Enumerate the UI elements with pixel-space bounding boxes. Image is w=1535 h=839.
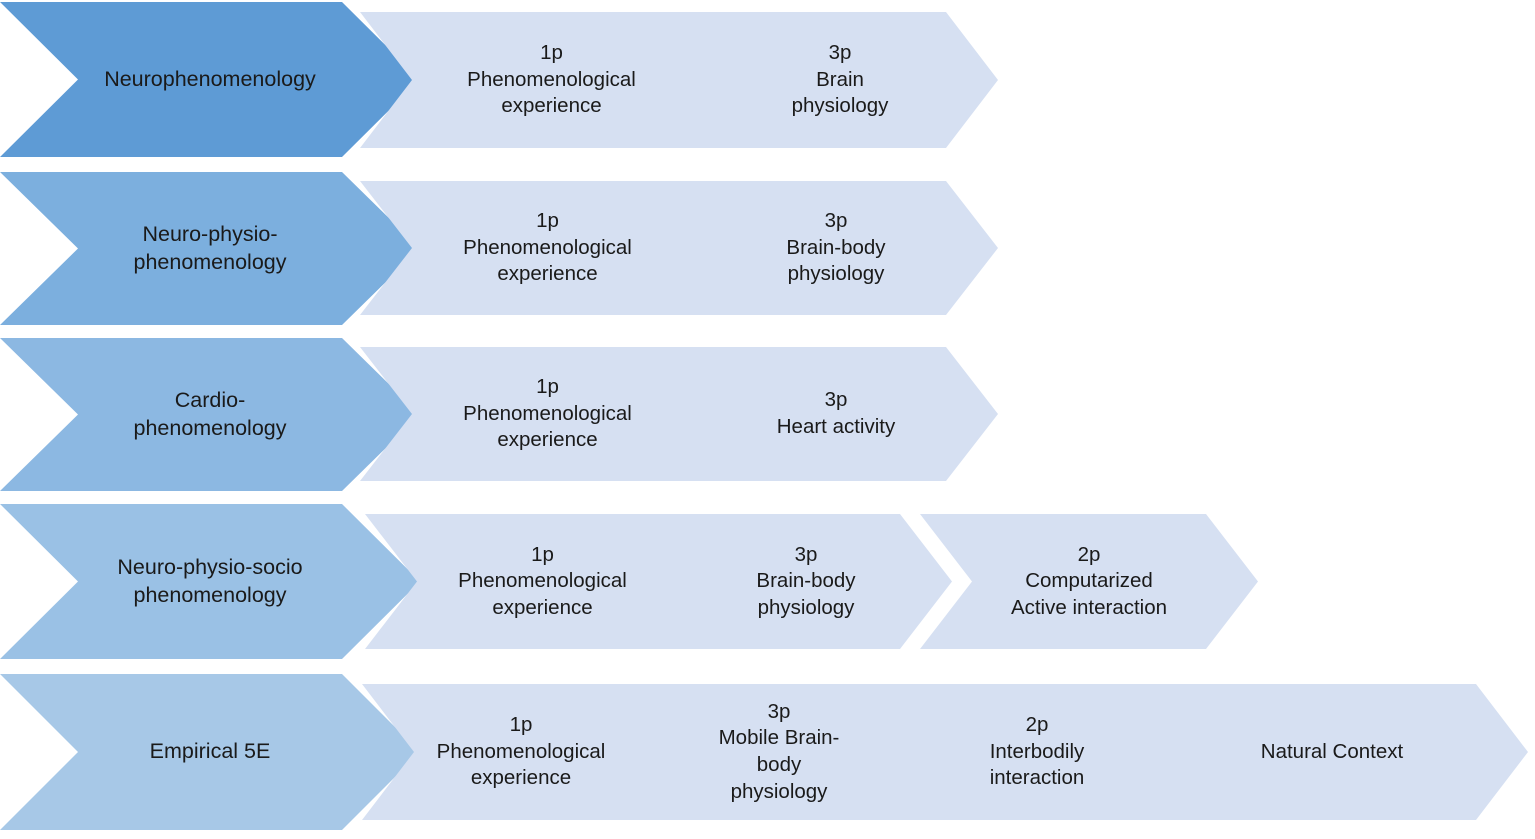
row-5-step-1-person: 1p (509, 713, 533, 737)
row-5-step-4-text: Natural Context (1136, 739, 1528, 766)
row-1-label-chevron[interactable]: Neurophenomenology (0, 2, 420, 157)
row-5-label-text: Empirical 5E (149, 739, 271, 764)
row-2-label-text: Neuro-physio- phenomenology (133, 221, 287, 274)
row-5-step-4-label: Natural Context (1260, 739, 1404, 763)
row-2-step-1-label: Phenomenological experience (463, 235, 632, 286)
row-4-label-chevron[interactable]: Neuro-physio-socio phenomenology (0, 504, 420, 659)
row-4-label-text: Neuro-physio-socio phenomenology (117, 554, 303, 607)
row-3-label-chevron[interactable]: Cardio- phenomenology (0, 338, 420, 491)
row-5-step-2-label: Mobile Brain- body physiology (718, 726, 840, 803)
row-2-step-2-person: 3p (824, 209, 848, 233)
row-5-step-1-label: Phenomenological experience (436, 739, 606, 790)
row-4-step-1-person: 1p (531, 542, 554, 566)
row-1-step-2-label: Brain physiology (791, 67, 889, 118)
row-2-step-1-person: 1p (536, 209, 559, 233)
row-3-step-1-label: Phenomenological experience (463, 401, 632, 452)
row-4-step-1-label: Phenomenological experience (458, 569, 627, 619)
row-3-step-1-person: 1p (536, 375, 559, 399)
row-4-step-2-label: Brain-body physiology (756, 569, 856, 619)
row-5-step-3-person: 2p (1025, 713, 1049, 737)
row-5-label-chevron[interactable]: Empirical 5E (0, 674, 420, 830)
row-4-step-3-label: Computarized Active interaction (1010, 569, 1168, 619)
row-1-step-2-person: 3p (828, 41, 852, 65)
row-1-label-text: Neurophenomenology (104, 66, 316, 91)
row-5-step-4[interactable]: Natural Context (1136, 684, 1528, 820)
row-4-step-2-person: 3p (794, 542, 818, 566)
row-5-step-2-person: 3p (767, 699, 791, 723)
row-1-step-1-label: Phenomenological experience (467, 67, 636, 118)
row-2-label-chevron[interactable]: Neuro-physio- phenomenology (0, 172, 420, 325)
row-3-step-2-person: 3p (824, 388, 848, 412)
row-2-step-2-label: Brain-body physiology (786, 235, 886, 286)
row-3-step-2-label: Heart activity (776, 415, 896, 438)
row-3-label-text: Cardio- phenomenology (133, 387, 287, 440)
row-5-step-3-label: Interbodily interaction (989, 739, 1085, 790)
row-4-step-3-person: 2p (1077, 542, 1101, 566)
row-1-step-1-person: 1p (540, 41, 563, 65)
